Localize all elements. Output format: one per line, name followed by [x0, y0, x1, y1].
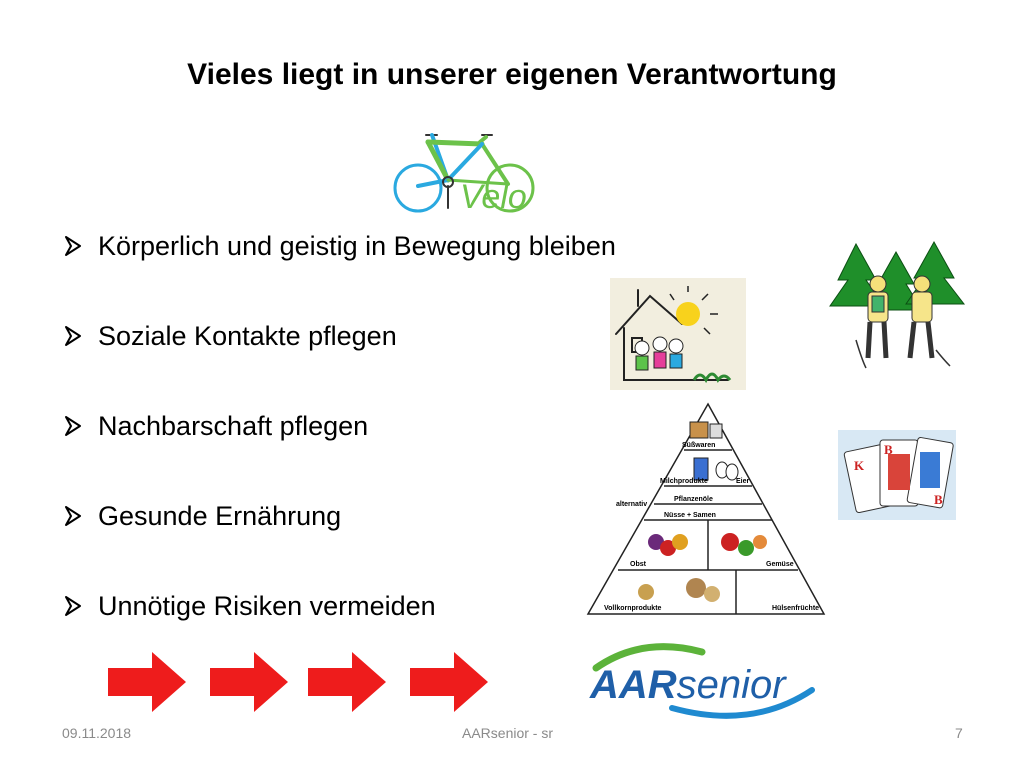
pyramid-label-oils: Pflanzenöle [674, 496, 713, 503]
footer-date: 09.11.2018 [62, 725, 132, 741]
bullet-item-neighbourhood: Nachbarschaft pflegen [62, 406, 622, 446]
bullet-item-risks: Unnötige Risiken vermeiden [62, 586, 622, 626]
pyramid-label-alternative: alternativ [616, 501, 647, 508]
bullet-text: Unnötige Risiken vermeiden [98, 590, 436, 621]
bicycle-velo-icon: Velo [393, 133, 535, 216]
pyramid-label-vegetables: Gemüse [766, 561, 794, 568]
pyramid-label-wholegrain: Vollkornprodukte [604, 605, 662, 612]
slide-title: Vieles liegt in unserer eigenen Verantwo… [187, 58, 837, 91]
footer-center-text: AARsenior - sr [462, 725, 554, 741]
house-family-drawing [610, 278, 746, 390]
logo-text-aar: AAR [589, 663, 677, 707]
food-pyramid-diagram: Süßwaren Milchprodukte Eier Pflanzenöle … [586, 402, 826, 615]
bullet-text: Körperlich und geistig in Bewegung bleib… [98, 230, 616, 261]
playing-cards-image: K B B [838, 430, 956, 520]
card-letter-b1: B [884, 442, 893, 457]
bullet-item-nutrition: Gesunde Ernährung [62, 496, 622, 536]
red-arrow-icon [308, 652, 386, 712]
pyramid-label-fruit: Obst [630, 561, 647, 568]
bullet-text: Soziale Kontakte pflegen [98, 320, 397, 351]
bullet-text: Gesunde Ernährung [98, 500, 342, 531]
bullet-item-movement: Körperlich und geistig in Bewegung bleib… [62, 226, 622, 266]
card-letter-b2: B [934, 492, 943, 507]
bullet-text: Nachbarschaft pflegen [98, 410, 369, 441]
red-arrow-icon [108, 652, 186, 712]
card-letter-k: K [854, 458, 865, 473]
red-arrow-icon [210, 652, 288, 712]
arrowhead-bullet-icon [62, 234, 98, 258]
pyramid-label-sweets: Süßwaren [682, 442, 715, 449]
svg-text:AARsenior: AARsenior [589, 663, 787, 707]
pyramid-label-eggs: Eier [736, 478, 750, 485]
arrowhead-bullet-icon [62, 594, 98, 618]
red-arrow-icon [410, 652, 488, 712]
arrowhead-bullet-icon [62, 414, 98, 438]
aarsenior-logo: AARsenior [589, 643, 815, 719]
arrowhead-bullet-icon [62, 324, 98, 348]
hikers-forest-drawing [829, 240, 966, 369]
logo-text-senior: senior [677, 663, 788, 707]
velo-word: Velo [460, 178, 527, 216]
pyramid-label-legumes: Hülsenfrüchte [772, 605, 819, 612]
pyramid-label-nuts: Nüsse + Samen [664, 512, 716, 519]
arrowhead-bullet-icon [62, 504, 98, 528]
footer-page-number: 7 [955, 725, 963, 741]
pyramid-label-dairy: Milchprodukte [660, 478, 708, 485]
bullet-item-social: Soziale Kontakte pflegen [62, 316, 622, 356]
